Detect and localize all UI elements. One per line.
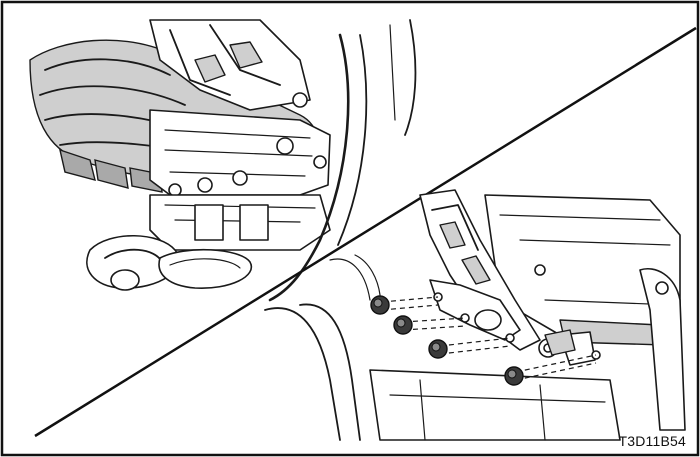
lower-right-bracket-detail: [264, 189, 686, 441]
nut-3: [428, 339, 448, 359]
panel-divider-line: [34, 26, 697, 438]
nut-1: [370, 295, 390, 315]
alignment-dashes: [381, 296, 597, 381]
mounting-nuts: [370, 295, 524, 386]
upper-left-engine-view: [29, 19, 417, 302]
nut-2: [393, 315, 413, 335]
manifold-bolts: [168, 92, 327, 197]
nut-4: [504, 366, 524, 386]
figure-code-label: T3D11B54: [618, 433, 686, 449]
